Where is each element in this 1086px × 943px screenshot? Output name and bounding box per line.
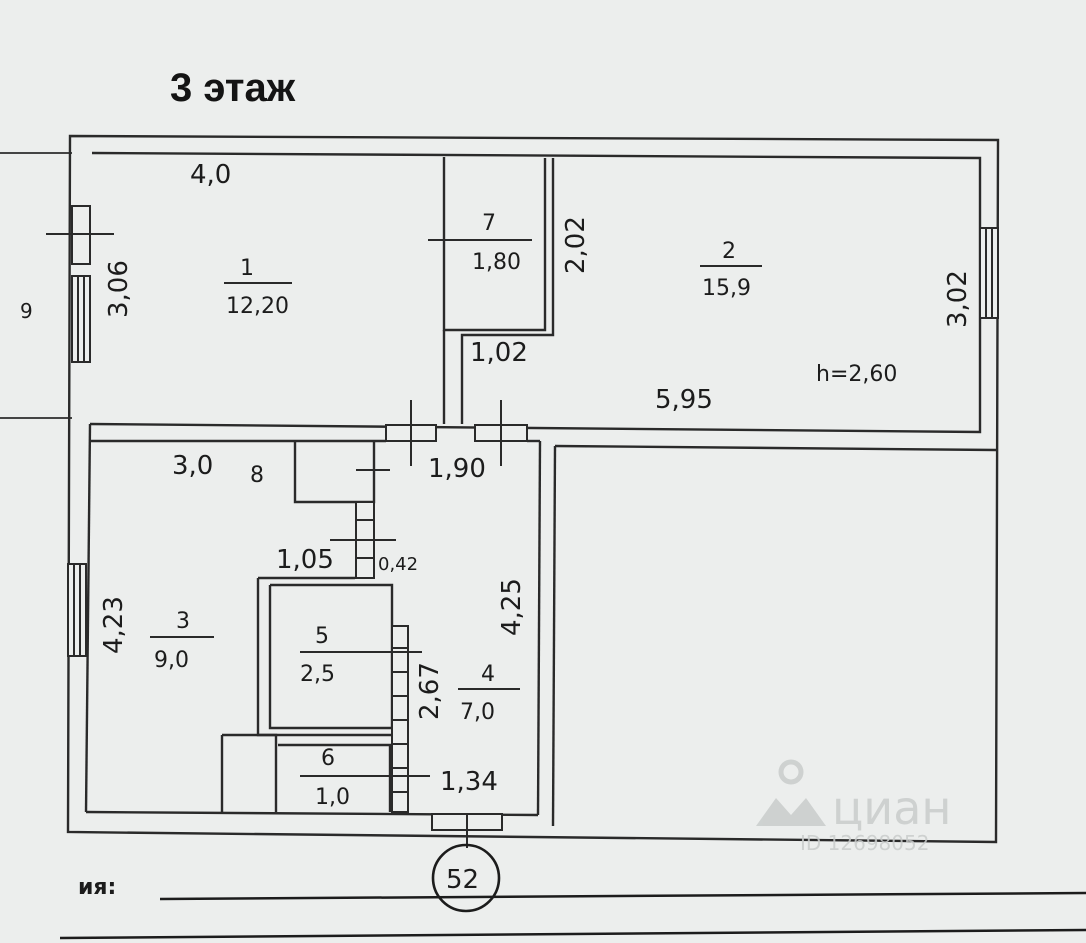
- neighbor-number: 9: [20, 299, 33, 323]
- dimension-labels: 4,0 3,06 2,02 3,02 1,02 5,95 h=2,60 3,0 …: [99, 160, 973, 797]
- room-fraction-lines: [150, 239, 762, 690]
- apartment-marker-circle: [431, 843, 501, 913]
- room-5-number: 5: [315, 624, 329, 649]
- room-3-number: 3: [176, 609, 190, 634]
- room-2-area: 15,9: [702, 276, 751, 301]
- windows: [67, 205, 999, 657]
- bottom-rule-2: [59, 928, 1086, 940]
- dim-4-25: 4,25: [497, 578, 527, 636]
- bottom-rule-1: [159, 891, 1086, 901]
- interior-walls: [90, 157, 555, 812]
- room-6-number: 6: [321, 746, 335, 771]
- watermark: циан ID 12698052: [756, 759, 951, 855]
- dim-3-02: 3,02: [943, 270, 973, 328]
- dim-3-06: 3,06: [104, 260, 134, 318]
- cian-logo-icon: [756, 798, 826, 826]
- room-7-area: 1,80: [472, 250, 521, 275]
- dim-1-90: 1,90: [428, 454, 486, 484]
- watermark-id: ID 12698052: [800, 831, 929, 855]
- dim-3-0: 3,0: [172, 451, 213, 481]
- dim-2-02: 2,02: [561, 216, 591, 274]
- dim-4-23: 4,23: [99, 596, 129, 654]
- room-4-number: 4: [481, 662, 495, 687]
- room-labels: 1 12,20 2 15,9 3 9,0 4 7,0 5 2,5 6 1,0 7…: [154, 211, 751, 810]
- room-2-number: 2: [722, 239, 736, 264]
- watermark-brand: циан: [832, 781, 951, 835]
- dim-1-05: 1,05: [276, 545, 334, 575]
- room-1-area: 12,20: [226, 294, 289, 319]
- room-1-number: 1: [240, 256, 254, 281]
- dim-4-0: 4,0: [190, 160, 231, 190]
- bottom-caption: ия:: [78, 875, 116, 900]
- room-8-number: 8: [250, 463, 264, 488]
- dim-0-42: 0,42: [378, 554, 418, 575]
- floor-title: 3 этаж: [170, 66, 296, 110]
- room-4-area: 7,0: [460, 700, 495, 725]
- ceiling-height-note: h=2,60: [816, 362, 897, 387]
- outer-walls: [66, 134, 1000, 844]
- room-5-area: 2,5: [300, 662, 335, 687]
- vent-shaft: [355, 501, 409, 813]
- location-pin-icon: [778, 759, 804, 785]
- dim-2-67: 2,67: [415, 662, 445, 720]
- dim-1-34: 1,34: [440, 767, 498, 797]
- room-6-area: 1,0: [315, 785, 350, 810]
- room-3-area: 9,0: [154, 648, 189, 673]
- apartment-number: 52: [446, 865, 479, 895]
- dim-5-95: 5,95: [655, 385, 713, 415]
- dim-1-02: 1,02: [470, 338, 528, 368]
- room-7-number: 7: [482, 211, 496, 236]
